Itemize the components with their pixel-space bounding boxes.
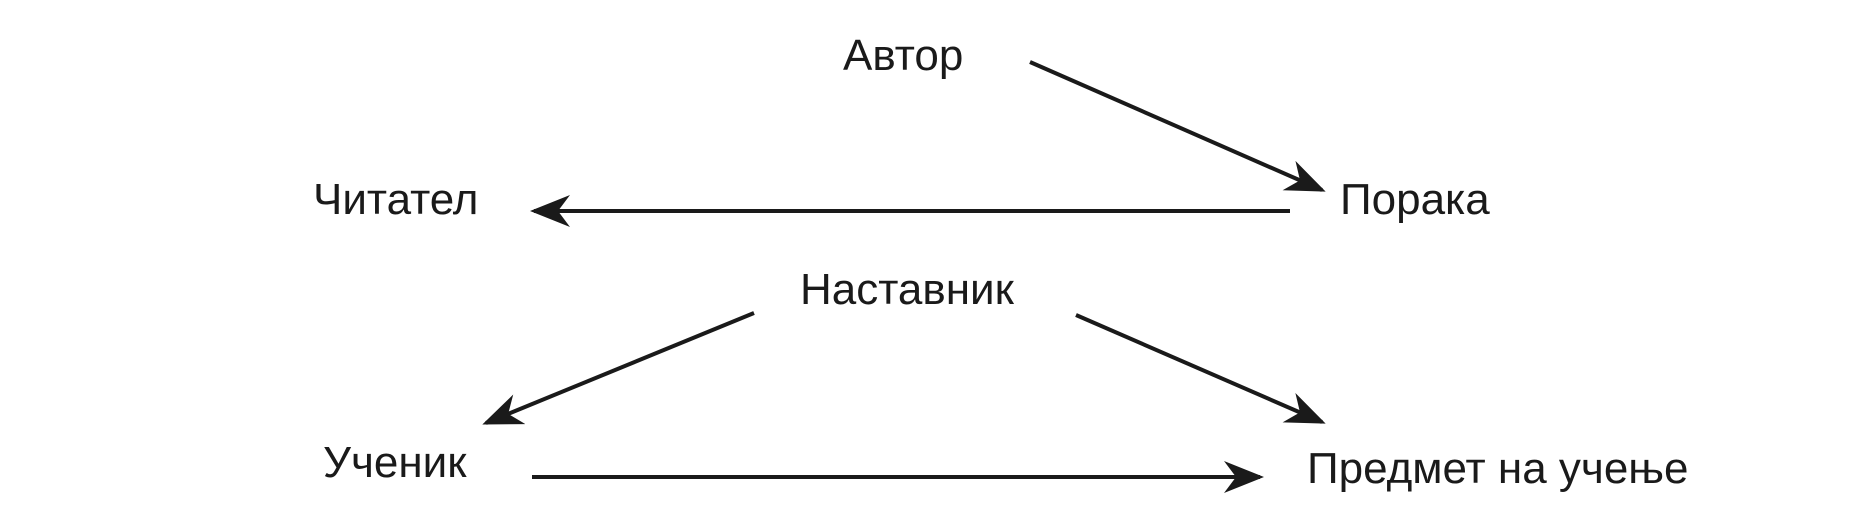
edge-teacher-to-subject xyxy=(1075,313,1326,424)
edge-teacher-to-student xyxy=(482,311,755,425)
node-teacher: Наставник xyxy=(800,265,1015,314)
node-reader: Читател xyxy=(313,175,478,224)
node-message: Порака xyxy=(1340,175,1490,224)
node-student: Ученик xyxy=(323,438,467,487)
node-subject: Предмет на учење xyxy=(1307,444,1689,493)
node-author: Автор xyxy=(843,31,963,80)
edge-author-to-message xyxy=(1029,60,1326,192)
